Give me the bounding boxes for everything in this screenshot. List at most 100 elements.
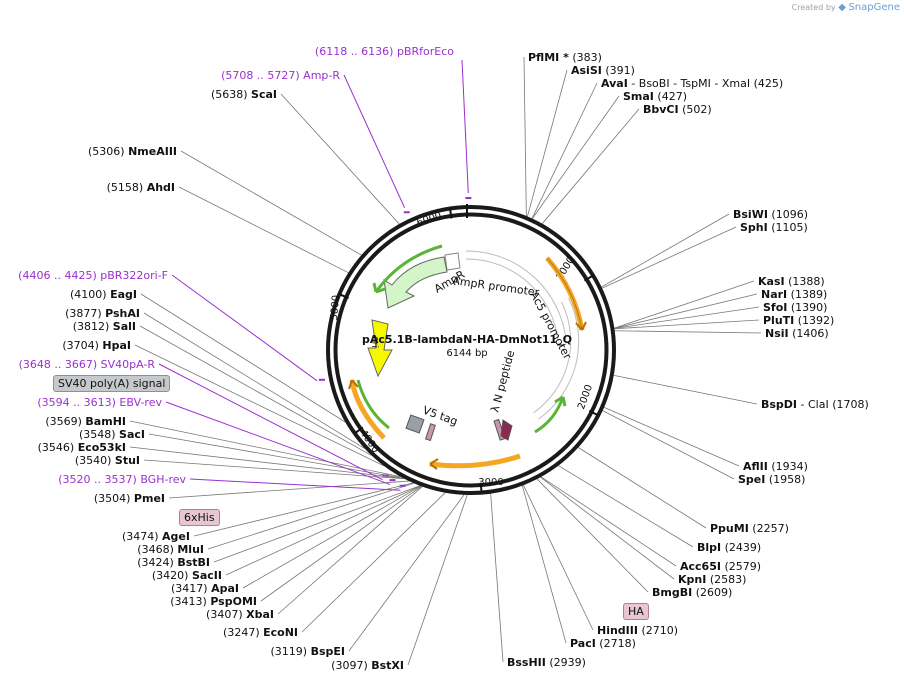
restriction-site-label[interactable]: AsiSI (391) [571,64,635,77]
restriction-site-label[interactable]: (5158) AhdI [107,181,175,194]
site-leader-line [134,344,384,467]
restriction-site-label[interactable]: PflMI * (383) [528,51,602,64]
ring-tick-mark [449,208,453,219]
site-position: (2579) [721,560,761,573]
restriction-site-label[interactable]: (3119) BspEI [271,645,346,658]
restriction-site-label[interactable]: AflII (1934) [743,460,808,473]
restriction-site-label[interactable]: (3468) MluI [137,543,204,556]
site-leader-line [140,293,346,423]
sv40-polya-feature[interactable] [405,414,425,434]
site-name: PluTI [763,314,794,327]
restriction-site-label[interactable]: BsiWI (1096) [733,208,808,221]
restriction-site-label[interactable]: (3504) PmeI [94,492,165,505]
site-position: (1389) [787,288,827,301]
site-leader-line [601,213,730,288]
restriction-site-label[interactable]: (3812) SalI [73,320,136,333]
restriction-site-label[interactable]: BssHII (2939) [507,656,586,669]
sv40-polya-tag[interactable]: SV40 poly(A) signal [53,375,171,392]
site-leader-line [614,306,760,329]
site-name: XbaI [246,608,274,621]
site-position: (1096) [768,208,808,221]
site-position: (427) [654,90,687,103]
restriction-site-label[interactable]: (3474) AgeI [122,530,190,543]
ampr-start-box [444,252,461,271]
site-name: StuI [115,454,140,467]
restriction-site-label[interactable]: HindIII (2710) [597,624,678,637]
restriction-site-label[interactable]: (3413) PspOMI [170,595,257,608]
primer-label[interactable]: (4406 .. 4425) pBR322ori-F [18,269,168,282]
restriction-site-label[interactable]: (3704) HpaI [62,339,131,352]
orange-arrow-top-right[interactable] [545,256,585,331]
site-name: EagI [110,288,137,301]
restriction-site-label[interactable]: (5638) ScaI [211,88,277,101]
ori-green-arrow[interactable] [356,379,390,430]
restriction-site-label[interactable]: SmaI (427) [623,90,687,103]
primer-label[interactable]: (3594 .. 3613) EBV-rev [37,396,162,409]
restriction-site-label[interactable]: (3420) SacII [152,569,222,582]
orange-arrow-left[interactable] [349,379,386,440]
restriction-site-label[interactable]: (3247) EcoNI [223,626,298,639]
ha-tag-tag[interactable]: HA [623,603,649,620]
his-tag-tag[interactable]: 6xHis [179,509,220,526]
ampr-gene-arrow[interactable] [383,256,448,309]
site-position: (3407) [206,608,246,621]
restriction-site-label[interactable]: PpuMI (2257) [710,522,789,535]
restriction-site-label[interactable]: BspDI - ClaI (1708) [761,398,869,411]
site-name: SphI [740,221,768,234]
restriction-site-label[interactable]: (3407) XbaI [206,608,274,621]
site-position: (4100) [70,288,110,301]
restriction-site-label[interactable]: SfoI (1390) [763,301,827,314]
primer-label[interactable]: (6118 .. 6136) pBRforEco [315,45,454,58]
restriction-site-label[interactable]: SpeI (1958) [738,473,805,486]
restriction-site-label[interactable]: NarI (1389) [761,288,827,301]
restriction-site-label[interactable]: (3546) Eco53kI [38,441,126,454]
restriction-site-label[interactable]: (3424) BstBI [137,556,210,569]
primer-label[interactable]: (3648 .. 3667) SV40pA-R [19,358,156,371]
restriction-site-label[interactable]: BmgBI (2609) [652,586,732,599]
restriction-site-label[interactable]: (3540) StuI [75,454,140,467]
primer-leader-line [171,274,318,382]
restriction-site-label[interactable]: PacI (2718) [570,637,636,650]
site-leader-line [207,482,414,550]
site-name: ScaI [251,88,277,101]
ori-label: ori [369,336,380,349]
restriction-site-label[interactable]: (5306) NmeAIII [88,145,177,158]
site-position: (425) [750,77,783,90]
restriction-site-label[interactable]: SphI (1105) [740,221,808,234]
ori-feature-arrow[interactable] [367,319,393,378]
site-position: (3704) [62,339,102,352]
restriction-site-label[interactable]: BlpI (2439) [697,541,761,554]
restriction-site-label[interactable]: PluTI (1392) [763,314,834,327]
site-leader-line [614,330,762,334]
site-position: (1388) [785,275,825,288]
ampr-green-arrow[interactable] [374,244,443,293]
restriction-site-label[interactable]: (3548) SacI [79,428,145,441]
his-tag-feature[interactable] [424,423,436,442]
restriction-site-label[interactable]: (3569) BamHI [45,415,126,428]
restriction-site-label[interactable]: NsiI (1406) [765,327,829,340]
restriction-site-label[interactable]: (3417) ApaI [171,582,239,595]
restriction-site-label[interactable]: (3877) PshAI [65,307,140,320]
restriction-site-label[interactable]: (3097) BstXI [331,659,404,672]
site-name: MluI [177,543,204,556]
restriction-site-label[interactable]: Acc65I (2579) [680,560,761,573]
restriction-site-label[interactable]: AvaI - BsoBI - TspMI - XmaI (425) [601,77,783,90]
site-name: BsiWI [733,208,768,221]
orange-arrow-bottom[interactable] [429,453,521,469]
site-position: (3424) [137,556,177,569]
restriction-site-label[interactable]: KpnI (2583) [678,573,746,586]
restriction-site-label[interactable]: BbvCI (502) [643,103,712,116]
primer-labels: (6118 .. 6136) pBRforEco (5708 .. 5727) A… [18,45,454,486]
lambda-n-feature[interactable] [500,419,513,441]
ac5-green-arrow[interactable] [534,396,565,434]
site-position: (3413) [170,595,210,608]
restriction-site-label[interactable]: KasI (1388) [758,275,825,288]
credit-text: Created by [791,3,836,12]
primer-label[interactable]: (3520 .. 3537) BGH-rev [58,473,186,486]
primer-label[interactable]: (5708 .. 5727) Amp-R [221,69,340,82]
site-position: (502) [679,103,712,116]
site-leader-line [531,82,598,219]
restriction-site-label[interactable]: (4100) EagI [70,288,137,301]
orange-arrow-top-right-edge [546,257,583,331]
ac5-promoter-fill [533,298,579,419]
